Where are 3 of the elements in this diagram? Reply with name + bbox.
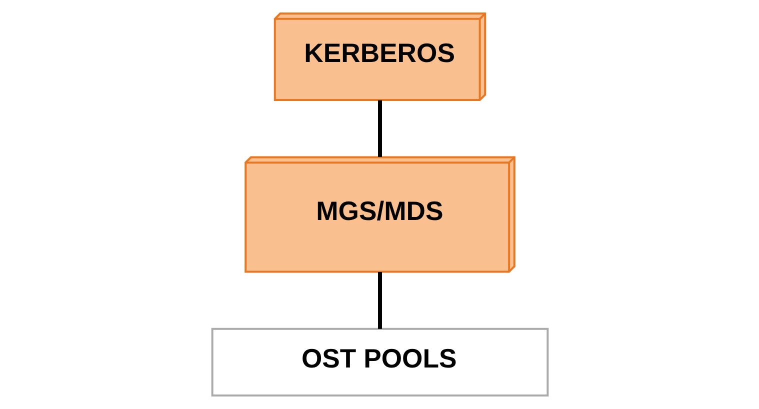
connector [378, 272, 382, 329]
node-box: OST POOLS [210, 328, 548, 396]
connector [378, 100, 382, 157]
